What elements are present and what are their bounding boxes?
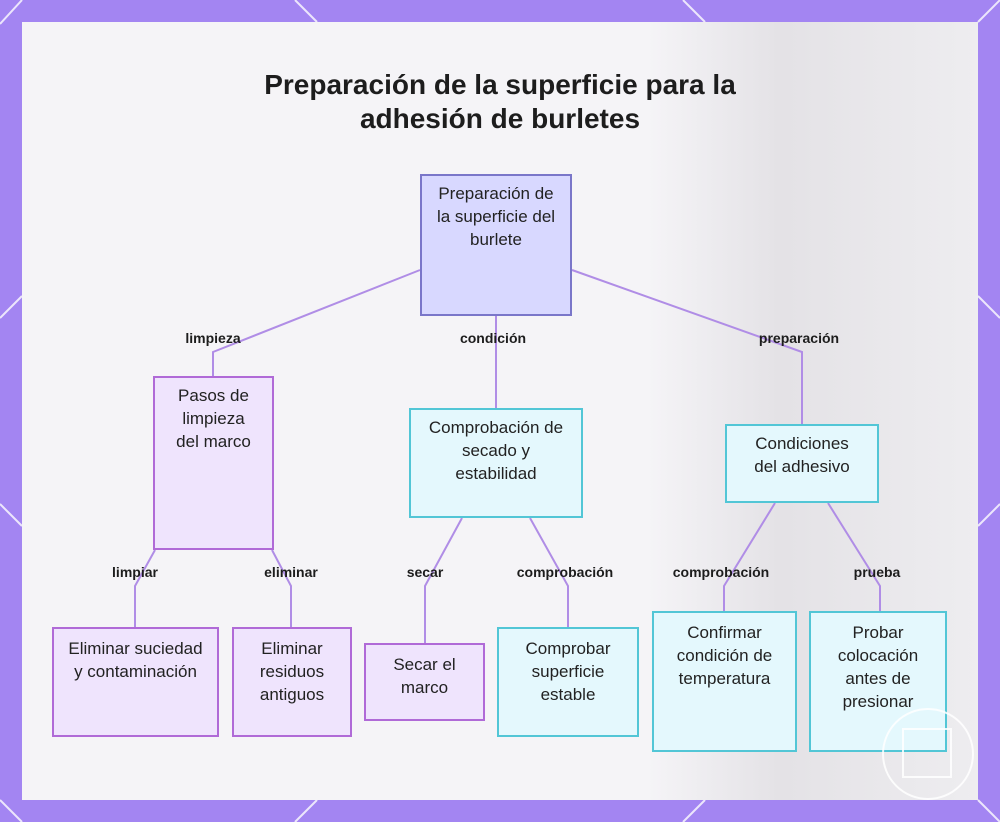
edge-label-limpiar: limpiar [112,564,158,580]
node-condiciones-adhesivo: Condiciones del adhesivo [725,424,879,503]
edge-comprobacion-2 [723,502,776,611]
node-eliminar-suciedad: Eliminar suciedad y contaminación [52,627,219,737]
node-confirmar-temperatura: Confirmar condición de temperatura [652,611,797,752]
edge-limpiar [134,549,156,627]
edge-label-eliminar: eliminar [264,564,318,580]
edge-label-prueba: prueba [853,564,901,580]
edge-limpieza [212,269,421,376]
edge-comprobacion-1 [529,517,569,627]
edge-label-preparacion: preparación [758,330,840,346]
diagram-title: Preparación de la superficie para la adh… [264,69,736,134]
edge-eliminar [271,549,292,627]
edge-label-condicion: condición [459,330,527,346]
edge-label-limpieza: limpieza [185,330,241,346]
node-comprobacion-secado: Comprobación de secado y estabilidad [409,408,583,518]
node-probar-colocacion: Probar colocación antes de presionar [809,611,947,752]
edge-label-comprobacion-1: comprobación [516,564,614,580]
node-secar-marco: Secar el marco [364,643,485,721]
edge-prueba [827,502,881,611]
node-pasos-limpieza: Pasos de limpieza del marco [153,376,274,550]
edge-label-comprobacion-2: comprobación [672,564,770,580]
edge-secar [424,517,463,643]
node-comprobar-superficie: Comprobar superficie estable [497,627,639,737]
node-eliminar-residuos: Eliminar residuos antiguos [232,627,352,737]
node-root: Preparación de la superficie del burlete [420,174,572,316]
watermark-logo [882,708,974,800]
edge-preparacion [571,269,803,424]
edge-label-secar: secar [406,564,444,580]
